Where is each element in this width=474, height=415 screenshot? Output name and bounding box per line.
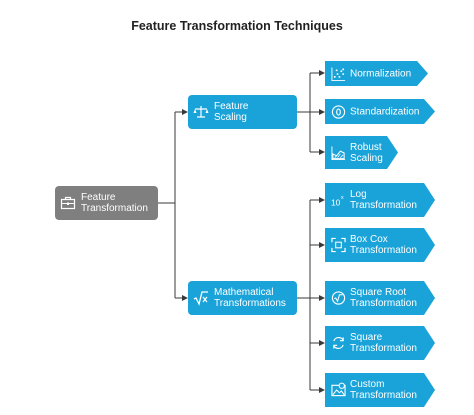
power-of-ten-icon: 10 x <box>331 193 346 208</box>
cycle-arrows-icon <box>331 336 346 351</box>
scatter-dots-icon <box>331 66 346 81</box>
radical-badge-icon <box>331 291 346 306</box>
arrowhead <box>319 149 325 155</box>
arrowhead <box>319 295 325 301</box>
arrowhead <box>319 387 325 393</box>
arrowhead <box>182 295 188 301</box>
node-standardization: Standardization <box>325 99 435 124</box>
arrowhead <box>319 242 325 248</box>
svg-text:x: x <box>341 195 344 201</box>
arrowhead <box>319 109 325 115</box>
diagram-title: Feature Transformation Techniques <box>131 19 343 33</box>
square-root-icon <box>193 291 208 306</box>
math-connector <box>297 199 320 391</box>
node-normalization: Normalization <box>325 61 428 86</box>
root-connector <box>158 111 183 299</box>
toolbox-icon <box>60 196 76 210</box>
node-label: Normalization <box>350 68 412 79</box>
area-chart-icon <box>331 145 346 160</box>
resize-frame-icon <box>331 238 346 253</box>
node-label: Standardization <box>350 106 420 117</box>
arrowhead <box>319 197 325 203</box>
scaling-connector <box>297 72 320 153</box>
balance-scale-icon <box>193 106 209 118</box>
svg-text:10: 10 <box>331 198 341 208</box>
zero-circle-icon <box>331 104 346 119</box>
settings-image-icon <box>331 383 346 398</box>
arrowhead <box>182 109 188 115</box>
arrowhead <box>319 70 325 76</box>
arrowhead <box>319 340 325 346</box>
